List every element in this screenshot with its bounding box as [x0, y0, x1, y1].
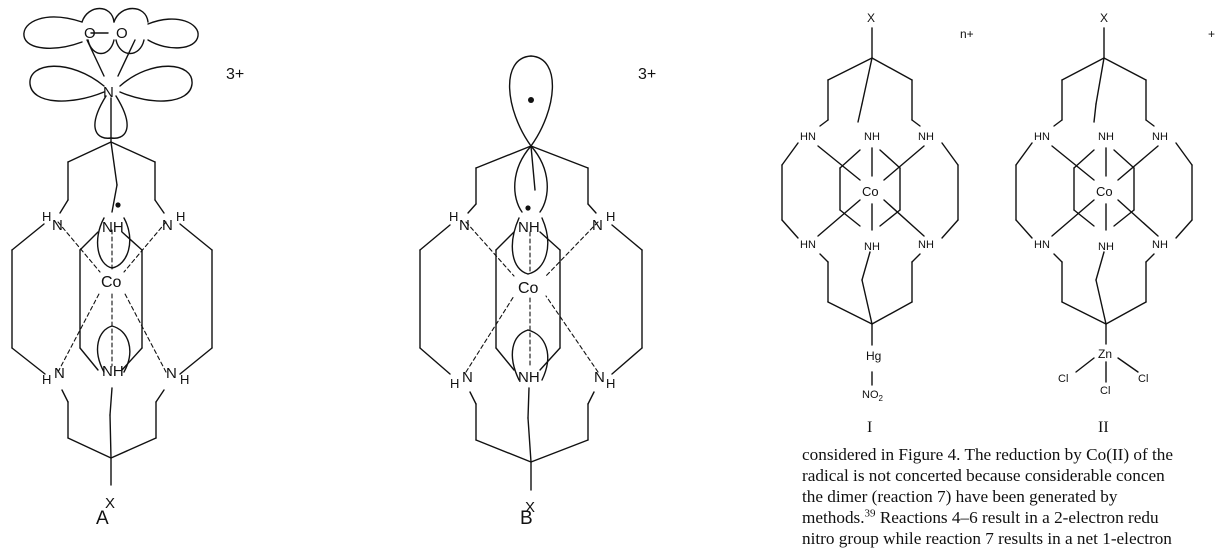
body-line-4: methods.39 Reactions 4–6 result in a 2-e…: [802, 507, 1219, 528]
a-charge: 3+: [226, 66, 244, 83]
a-nh-bottom: NH: [102, 363, 124, 380]
ii-nh-ur: NH: [1152, 131, 1168, 143]
a-h-lr: H: [180, 372, 189, 387]
i-nitro-subscript: 2: [879, 394, 884, 403]
body-line-2: radical is not concerted because conside…: [802, 466, 1165, 485]
a-nitrogen: N: [103, 84, 114, 101]
b-h-ur: H: [606, 209, 615, 224]
ii-top-x: X: [1100, 11, 1108, 25]
i-hn-ll: HN: [800, 239, 816, 251]
ii-nh-lr: NH: [1152, 239, 1168, 251]
ii-nh-top: NH: [1098, 131, 1114, 143]
a-h-ll: H: [42, 372, 51, 387]
ii-cl-left: Cl: [1058, 373, 1068, 385]
b-n-ur: N: [592, 217, 603, 234]
a-axial-x: X: [105, 495, 115, 512]
structure-b-coordination-bonds: [465, 221, 599, 373]
b-axial-x: X: [525, 499, 535, 516]
ii-cl-bottom: Cl: [1100, 385, 1110, 397]
i-cobalt: Co: [862, 184, 879, 199]
structure-i: [781, 27, 959, 386]
ii-charge: +: [1208, 27, 1215, 41]
i-nitro: NO2: [862, 389, 884, 403]
a-oxygen-right: O: [116, 25, 128, 42]
a-nh-top: NH: [102, 219, 124, 236]
a-cobalt: Co: [101, 274, 122, 291]
radical-dot-b-top: [528, 97, 534, 103]
b-cobalt: Co: [518, 280, 539, 297]
label-a: A: [96, 508, 109, 528]
label-b: B: [520, 508, 533, 528]
ii-hn-ul: HN: [1034, 131, 1050, 143]
a-n-ul: N: [52, 217, 63, 234]
a-h-ul: H: [42, 209, 51, 224]
ii-cl-right: Cl: [1138, 373, 1148, 385]
structure-a-coordination-bonds: [57, 221, 167, 373]
structure-a-labels: O O N 3+ H N NH N H Co H N NH N H X: [42, 25, 244, 512]
a-oxygen-left: O: [84, 25, 96, 42]
i-charge: n+: [960, 27, 974, 41]
i-mercury: Hg: [866, 349, 881, 363]
ii-nh-bottom: NH: [1098, 241, 1114, 253]
b-h-ll: H: [450, 376, 459, 391]
structure-b-labels: 3+ H N NH N H Co H N NH N H X: [449, 66, 656, 516]
i-hn-ul: HN: [800, 131, 816, 143]
body-line-4-start: methods.: [802, 508, 865, 527]
i-nitro-no: NO: [862, 389, 879, 401]
a-n-ur: N: [162, 217, 173, 234]
b-n-lr: N: [594, 369, 605, 386]
ii-cobalt: Co: [1096, 184, 1113, 199]
body-line-5: nitro group while reaction 7 results in …: [802, 529, 1172, 548]
b-charge: 3+: [638, 66, 656, 83]
a-h-ur: H: [176, 209, 185, 224]
b-h-lr: H: [606, 376, 615, 391]
i-nh-ur: NH: [918, 131, 934, 143]
i-top-x: X: [867, 11, 875, 25]
structure-ii: [1015, 27, 1193, 383]
a-n-ll: N: [54, 365, 65, 382]
i-nh-bottom: NH: [864, 241, 880, 253]
i-nh-top: NH: [864, 131, 880, 143]
body-line-4-end: Reactions 4–6 result in a 2-electron red…: [875, 508, 1159, 527]
radical-dot-a: [115, 202, 121, 208]
structure-ii-labels: X + HN NH NH Co HN NH NH Zn Cl Cl Cl: [1034, 11, 1215, 397]
structure-i-labels: X n+ HN NH NH Co HN NH NH Hg NO2: [800, 11, 974, 403]
radical-dot-b: [525, 205, 531, 211]
a-n-lr: N: [166, 365, 177, 382]
b-nh-bottom: NH: [518, 369, 540, 386]
ii-zinc: Zn: [1098, 347, 1112, 361]
ii-hn-ll: HN: [1034, 239, 1050, 251]
b-n-ll: N: [462, 369, 473, 386]
structure-b: [419, 55, 643, 491]
figure-structures: O O N 3+ H N NH N H Co H N NH N H X A 3+…: [11, 7, 1215, 528]
structure-a: [11, 7, 213, 486]
label-ii: II: [1098, 419, 1109, 436]
b-nh-top: NH: [518, 219, 540, 236]
i-nh-lr: NH: [918, 239, 934, 251]
reference-39[interactable]: 39: [864, 507, 876, 520]
b-n-ul: N: [459, 217, 470, 234]
body-line-1: considered in Figure 4. The reduction by…: [802, 445, 1174, 464]
label-i: I: [867, 419, 872, 436]
b-h-ul: H: [449, 209, 458, 224]
body-paragraph: considered in Figure 4. The reduction by…: [802, 444, 1219, 549]
body-line-3: the dimer (reaction 7) have been generat…: [802, 487, 1118, 506]
